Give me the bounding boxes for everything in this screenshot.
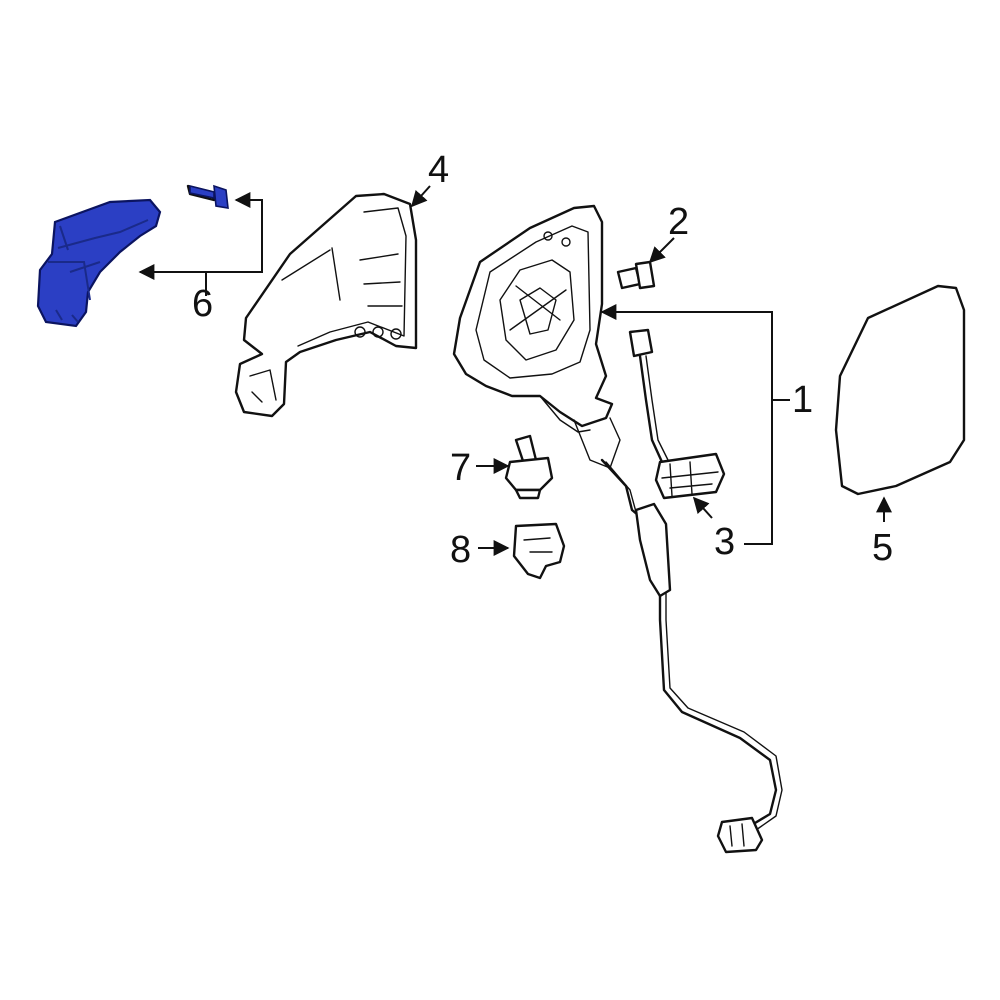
screw[interactable] bbox=[186, 184, 229, 209]
leader-4 bbox=[410, 185, 431, 208]
leader-3 bbox=[692, 496, 713, 519]
callout-2: 2 bbox=[668, 201, 689, 243]
callout-8: 8 bbox=[450, 529, 471, 571]
callout-7: 7 bbox=[450, 447, 471, 489]
part-6-turn-signal-lamp[interactable] bbox=[36, 198, 162, 328]
part-3-connector[interactable] bbox=[628, 328, 726, 500]
part-8-bracket[interactable] bbox=[512, 522, 566, 580]
callout-5: 5 bbox=[872, 527, 893, 569]
callout-1: 1 bbox=[792, 379, 813, 421]
part-5-mirror-glass[interactable] bbox=[834, 284, 966, 496]
part-4-mirror-cover[interactable] bbox=[234, 192, 418, 418]
leader-2 bbox=[648, 237, 675, 264]
callout-3: 3 bbox=[714, 521, 735, 563]
part-1-mirror-assembly[interactable] bbox=[452, 204, 783, 854]
callout-4: 4 bbox=[428, 149, 449, 191]
part-2-bolt[interactable] bbox=[616, 260, 656, 290]
callout-6: 6 bbox=[192, 283, 213, 325]
leader-1 bbox=[600, 304, 790, 545]
leader-6 bbox=[138, 192, 263, 296]
part-7-bulb-socket[interactable] bbox=[504, 434, 554, 500]
